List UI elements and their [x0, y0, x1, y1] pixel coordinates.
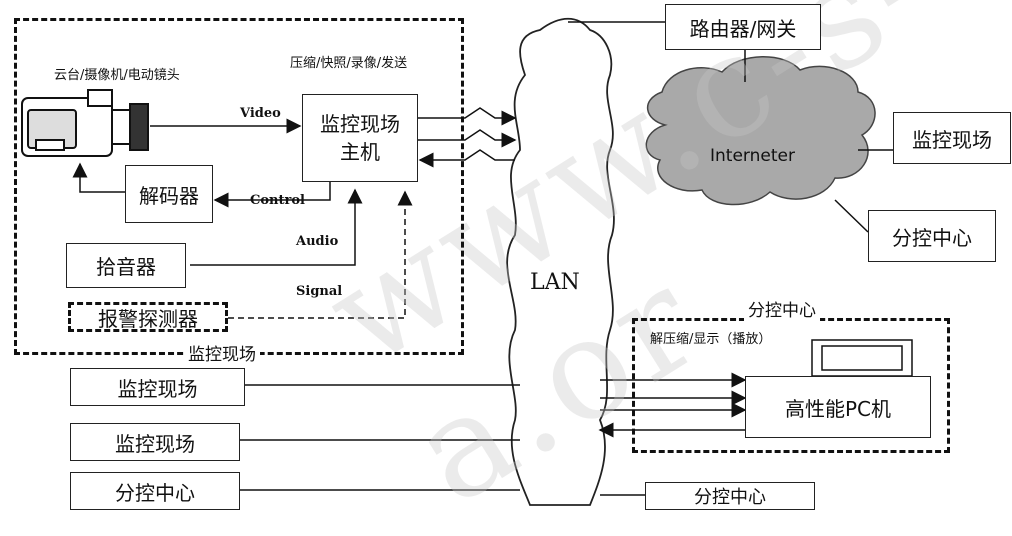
decompress-label: 解压缩/显示（播放）: [650, 332, 772, 347]
diagram-canvas: [21, 17, 913, 506]
left-site-box-2: 监控现场: [70, 423, 240, 461]
site-area-title: 监控现场: [184, 340, 260, 365]
internet-cloud: [645, 56, 876, 206]
audio-signal-label: Audio: [296, 234, 339, 249]
subcenter-title: 分控中心: [744, 296, 820, 321]
left-center-box: 分控中心: [70, 472, 240, 510]
left-site-box-1: 监控现场: [70, 368, 245, 406]
ptz-label: 云台/摄像机/电动镜头: [54, 68, 180, 83]
internet-center-box: 分控中心: [868, 210, 996, 262]
monitor-icon: [811, 339, 913, 377]
camera-icon: [21, 89, 149, 157]
pickup-box: 拾音器: [66, 243, 186, 288]
site-host-line1: 监控现场: [320, 112, 400, 136]
decoder-box: 解码器: [125, 165, 213, 223]
internet-label: Interneter: [710, 146, 795, 166]
lan-label: LAN: [530, 270, 580, 295]
video-signal-label: Video: [240, 106, 281, 121]
control-signal-label: Control: [250, 193, 305, 208]
internet-site-box: 监控现场: [893, 112, 1011, 164]
site-host-box: 监控现场 主机: [302, 94, 418, 182]
compress-label: 压缩/快照/录像/发送: [290, 56, 408, 71]
alarm-box: 报警探测器: [68, 302, 228, 332]
lan-cloud: [506, 17, 615, 506]
pc-box: 高性能PC机: [745, 376, 931, 438]
bottom-center-box: 分控中心: [645, 482, 815, 510]
router-box: 路由器/网关: [665, 4, 821, 50]
signal-signal-label: Signal: [296, 284, 343, 299]
site-host-line2: 主机: [340, 140, 380, 164]
